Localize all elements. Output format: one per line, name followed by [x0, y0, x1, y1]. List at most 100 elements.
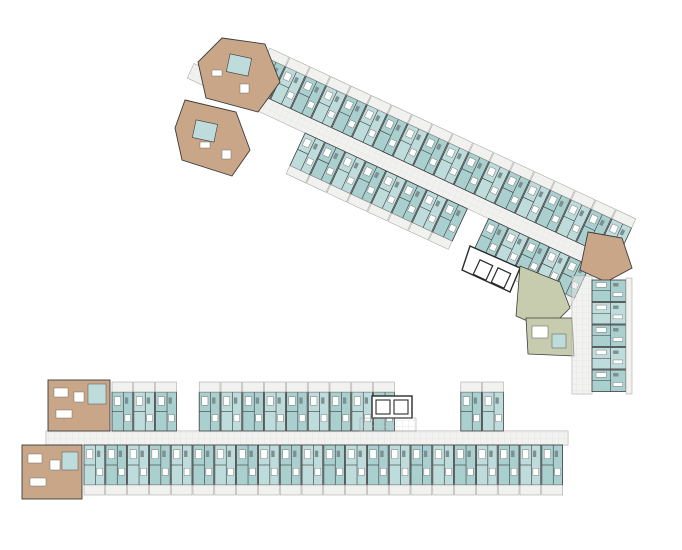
bathroom	[455, 209, 461, 217]
furniture-sofa	[124, 414, 131, 422]
furniture-sofa	[401, 468, 409, 476]
furniture-bed	[363, 166, 373, 177]
apartment-unit	[198, 391, 221, 432]
lower-north-unit-row	[111, 391, 504, 432]
balcony	[428, 123, 453, 143]
balcony	[127, 484, 149, 496]
amenity-room	[551, 333, 567, 349]
furniture-bed	[391, 449, 399, 459]
partition-wall	[402, 185, 419, 219]
apartment-unit	[370, 170, 407, 214]
east-unit-column	[591, 279, 627, 392]
furniture-bed	[522, 449, 529, 459]
lower-corridor-floor	[46, 431, 568, 445]
bathroom	[354, 105, 361, 113]
upper-west-large-units	[174, 37, 281, 177]
furniture-bed	[157, 396, 165, 406]
furniture-sofa	[336, 468, 343, 476]
balcony	[373, 381, 395, 393]
furniture-bed	[369, 449, 377, 459]
furniture-sofa	[467, 468, 474, 476]
furniture-sofa	[358, 468, 365, 476]
bathroom	[613, 350, 619, 354]
partition-wall	[543, 206, 555, 212]
furniture-sofa	[199, 141, 211, 149]
bathroom	[445, 450, 450, 457]
balcony	[530, 171, 555, 191]
bathroom	[557, 257, 563, 264]
bathroom	[205, 450, 210, 457]
partition-wall	[441, 158, 453, 165]
furniture-bed	[463, 396, 470, 406]
furniture-sofa	[495, 414, 502, 422]
furniture-bed	[223, 396, 230, 406]
furniture-sofa	[168, 414, 175, 422]
apartment-unit	[351, 104, 388, 147]
furniture-bed	[364, 109, 375, 120]
bathroom	[497, 171, 503, 179]
bathroom	[333, 152, 339, 160]
furniture-sofa	[227, 468, 234, 476]
lower-large-unit-room	[61, 451, 79, 471]
furniture-bed	[282, 449, 290, 459]
furniture-sofa	[551, 214, 560, 224]
balcony	[192, 484, 215, 496]
apartment-unit	[494, 170, 531, 214]
bathroom	[414, 190, 421, 198]
balcony	[133, 381, 155, 393]
apartment-unit	[391, 180, 428, 223]
furniture-sofa	[529, 261, 539, 271]
bathroom	[517, 181, 524, 189]
balcony	[326, 76, 351, 96]
apartment-unit	[127, 444, 149, 486]
bathroom	[118, 450, 123, 457]
furniture-bed	[478, 449, 486, 459]
apartment-unit	[410, 444, 433, 486]
furniture-sofa	[183, 468, 191, 476]
balcony	[611, 209, 637, 229]
balcony	[105, 484, 127, 496]
balcony	[509, 161, 535, 181]
bathroom	[299, 397, 303, 404]
bathroom	[140, 450, 144, 457]
partition-wall	[300, 137, 317, 171]
lower-straight-wing	[21, 379, 569, 500]
apartment-unit	[329, 391, 352, 432]
furniture-bed	[505, 232, 516, 244]
furniture-table	[73, 391, 85, 403]
bathroom	[353, 162, 359, 169]
lift-car	[490, 266, 512, 290]
furniture-bed	[444, 204, 455, 215]
furniture-bed	[526, 242, 537, 253]
furniture-bed	[86, 449, 93, 459]
furniture-sofa	[249, 468, 256, 476]
partition-wall	[562, 272, 574, 279]
furniture-bed	[238, 449, 246, 459]
furniture-sofa	[233, 414, 240, 422]
furniture-sofa	[305, 157, 315, 167]
furniture-bed	[332, 396, 339, 406]
bathroom	[619, 228, 626, 236]
bathroom	[312, 143, 319, 150]
partition-wall	[419, 206, 431, 212]
partition-wall	[381, 175, 398, 209]
furniture-sofa	[277, 414, 284, 422]
partition-wall	[297, 149, 309, 155]
furniture-bed	[347, 449, 355, 459]
bathroom	[434, 200, 441, 207]
bathroom	[516, 238, 523, 245]
partition-wall	[403, 128, 420, 162]
apartment-unit	[433, 142, 469, 185]
bathroom	[293, 76, 299, 84]
furniture-sofa	[346, 176, 355, 186]
furniture-sofa	[532, 468, 539, 476]
apartment-unit	[497, 444, 520, 486]
furniture-bed	[304, 449, 311, 459]
furniture-sofa	[162, 468, 169, 476]
furniture-bed	[424, 194, 435, 206]
partition-wall	[399, 196, 411, 203]
furniture-sofa	[489, 468, 496, 476]
furniture-bed	[595, 372, 607, 378]
partition-wall	[480, 234, 492, 241]
balcony	[170, 484, 193, 496]
